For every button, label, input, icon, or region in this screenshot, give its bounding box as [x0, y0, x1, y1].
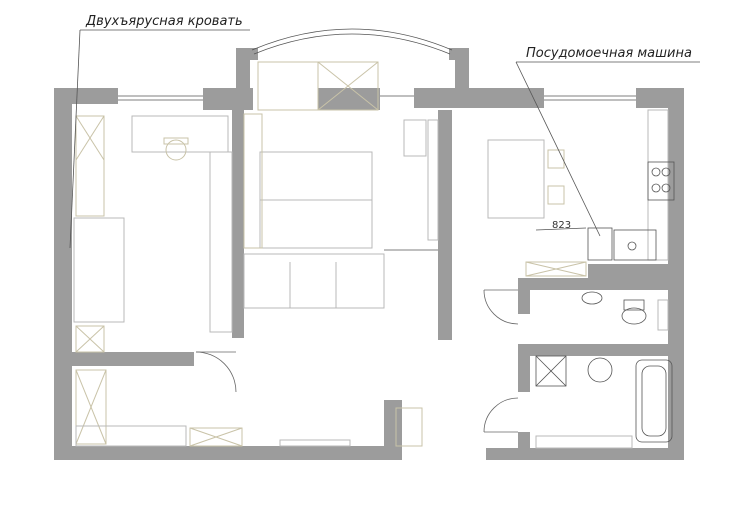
bath-fixtures: [535, 355, 673, 449]
bath-sink: [587, 357, 613, 383]
wall-top-middle: [318, 88, 380, 110]
toilet: [621, 307, 647, 325]
wall-bay-left: [236, 48, 250, 110]
tv-stand: [427, 119, 439, 241]
kitchen-furniture: [487, 109, 675, 277]
wall-kitchen-bottom: [588, 264, 684, 278]
wall-bottom-left: [54, 446, 402, 460]
wall-wc-bath: [518, 344, 684, 356]
hall-wardrobe: [75, 369, 107, 445]
windows: [118, 95, 636, 101]
bunk-bed-label: Двухъярусная кровать: [85, 14, 243, 29]
bath-cabinet: [535, 435, 633, 449]
dishwasher-label: Посудомоечная машина: [526, 46, 692, 61]
bedroom-furniture: [73, 115, 233, 353]
chair: [165, 139, 187, 161]
bed-lower-cabinet: [75, 325, 105, 353]
wall-top-left: [54, 88, 118, 104]
console: [279, 439, 351, 447]
kitchen-cabinet: [525, 261, 587, 277]
walls: [54, 48, 684, 460]
annotations: Двухъярусная кровать Посудомоечная машин…: [69, 14, 700, 249]
sofa: [243, 253, 385, 309]
sink: [613, 229, 657, 261]
bunk-bed: [73, 217, 125, 323]
living-furniture: [243, 61, 439, 309]
bay-window-arc-inner: [253, 33, 451, 55]
chair-back: [163, 137, 189, 145]
dining-table: [487, 139, 545, 219]
wall-bay-left-top: [236, 48, 258, 60]
wall-bottom-bump: [384, 400, 402, 460]
wall-wc-top: [518, 278, 684, 290]
wall-bottom-right: [486, 448, 684, 460]
hall-furniture: [75, 369, 423, 447]
wall-partition-1: [232, 110, 244, 338]
wall-bay-right-top: [449, 48, 469, 60]
dimension-line: [535, 227, 587, 231]
bay-cabinet: [317, 61, 379, 111]
wall-bath-left: [518, 344, 530, 392]
stove: [647, 161, 675, 201]
wardrobe-left: [75, 115, 105, 217]
chair-kitchen-2: [547, 185, 565, 205]
chair-kitchen-1: [547, 149, 565, 169]
dishwasher: [587, 227, 613, 261]
wall-top-right-a: [414, 88, 544, 108]
desk: [131, 115, 229, 153]
washing-machine: [535, 355, 567, 387]
bay-window-arc: [251, 28, 453, 51]
wall-bedroom-bottom: [54, 352, 194, 366]
bedroom-closet: [209, 151, 233, 333]
doors: [195, 289, 519, 433]
bed-wardrobe: [243, 113, 263, 249]
dimension-label: 823: [552, 220, 571, 231]
wall-partition-2: [438, 110, 452, 340]
shoe-rack: [75, 425, 187, 447]
wc-basin: [581, 291, 603, 305]
wall-left: [54, 88, 72, 460]
wall-wc-left: [518, 278, 530, 314]
wall-bath-left-lower: [518, 432, 530, 460]
nightstand: [403, 119, 427, 157]
hall-cabinet: [189, 427, 243, 447]
hall-closet: [395, 407, 423, 447]
bathtub: [635, 359, 673, 443]
wc-fixtures: [581, 291, 669, 331]
